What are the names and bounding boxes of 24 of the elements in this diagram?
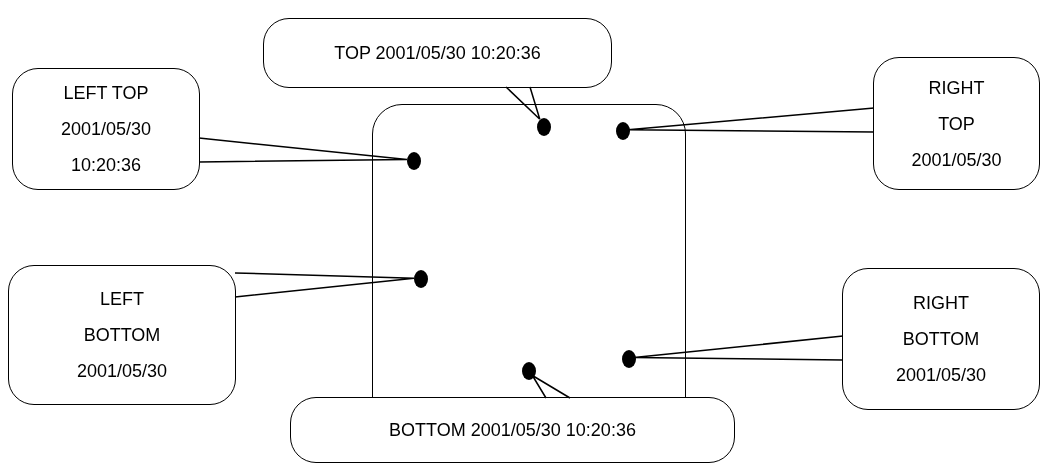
callout-pointer (633, 335, 844, 361)
callout-box (12, 68, 200, 190)
callout-box (873, 57, 1040, 190)
callout-text: RIGHT BOTTOM 2001/05/30 (895, 292, 987, 387)
point-dot (616, 122, 630, 140)
callout-text: LEFT BOTTOM 2001/05/30 (76, 288, 168, 383)
callout-text: BOTTOM 2001/05/30 10:20:36 (389, 419, 636, 442)
callout-pointer (198, 137, 408, 163)
callout-pointer (505, 86, 541, 121)
callout-box (8, 265, 236, 405)
callout-pointer (531, 374, 571, 399)
callout-text: LEFT TOP 2001/05/30 10:20:36 (59, 82, 153, 177)
point-dot (537, 118, 551, 136)
callout-pointer (627, 107, 875, 133)
callout-box (842, 268, 1040, 410)
callout-text: TOP 2001/05/30 10:20:36 (334, 42, 541, 65)
callout-box (263, 18, 612, 88)
point-dot (407, 152, 421, 170)
point-dot (414, 270, 428, 288)
callout-box (290, 397, 735, 463)
callout-text: RIGHT TOP 2001/05/30 (911, 76, 1002, 172)
callout-pointer (234, 272, 415, 298)
point-dot (522, 362, 536, 380)
point-dot (622, 350, 636, 368)
